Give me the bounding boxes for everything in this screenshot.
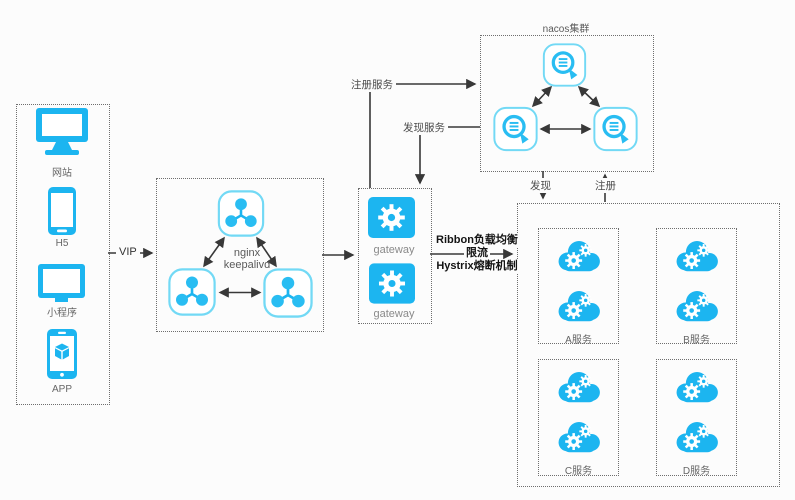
gateway-icon	[369, 263, 415, 304]
nginx-node-icon	[217, 190, 265, 237]
service-a-label: A服务	[565, 335, 592, 346]
service-b-box: B服务	[656, 228, 737, 346]
display-icon	[38, 264, 85, 302]
nacos-node-icon	[593, 105, 638, 153]
cloud-gears-icon	[555, 419, 603, 457]
services-group-box	[517, 203, 780, 487]
register-label: 注册	[592, 178, 619, 193]
cloud-gears-icon	[555, 369, 603, 407]
discover-label: 发现	[527, 178, 554, 193]
cloud-gears-icon	[673, 419, 721, 457]
service-d-label: D服务	[682, 466, 711, 477]
nginx-node-icon	[168, 268, 216, 316]
vip-label: VIP	[116, 246, 140, 258]
clients-group-box	[16, 104, 110, 405]
monitor-icon	[36, 108, 88, 156]
cloud-gears-icon	[555, 238, 603, 276]
cloud-gears-icon	[555, 288, 603, 326]
nacos-node-icon	[493, 105, 538, 153]
nginx-node-icon	[263, 268, 313, 318]
ribbon-line-1: Ribbon负载均衡	[434, 234, 520, 247]
ribbon-line-2: 限流	[464, 247, 490, 260]
service-a-box: A服务	[538, 228, 619, 346]
client-label-website: 网站	[52, 168, 72, 179]
nacos-cluster-title: nacos集群	[542, 24, 590, 35]
cloud-gears-icon	[673, 238, 721, 276]
service-d-box: D服务	[656, 359, 737, 477]
service-c-box: C服务	[538, 359, 619, 477]
client-label-miniprogram: 小程序	[47, 308, 77, 319]
ribbon-line-3: Hystrix熔断机制	[434, 260, 520, 273]
ribbon-hystrix-annotation: Ribbon负载均衡 限流 Hystrix熔断机制	[425, 234, 529, 273]
client-label-h5: H5	[55, 238, 69, 249]
register-service-label: 注册服务	[348, 77, 396, 92]
gateway-group-box	[358, 188, 432, 324]
client-label-app: APP	[51, 384, 72, 395]
cloud-gears-icon	[673, 369, 721, 407]
nginx-label-line1: nginx	[233, 247, 261, 259]
gateway-icon	[368, 197, 415, 238]
nginx-label-line2: keepalivd	[223, 259, 271, 271]
cloud-gears-icon	[673, 288, 721, 326]
service-c-label: C服务	[564, 466, 593, 477]
nginx-cluster-label: nginx keepalivd	[195, 247, 299, 271]
app-phone-icon	[47, 329, 77, 379]
service-b-label: B服务	[683, 335, 710, 346]
gateway-label-2: gateway	[373, 308, 415, 320]
nacos-cluster-box	[480, 35, 654, 172]
gateway-label-1: gateway	[373, 244, 415, 256]
discover-service-label: 发现服务	[400, 120, 448, 135]
nacos-node-icon	[542, 43, 587, 87]
smartphone-icon	[48, 187, 76, 235]
